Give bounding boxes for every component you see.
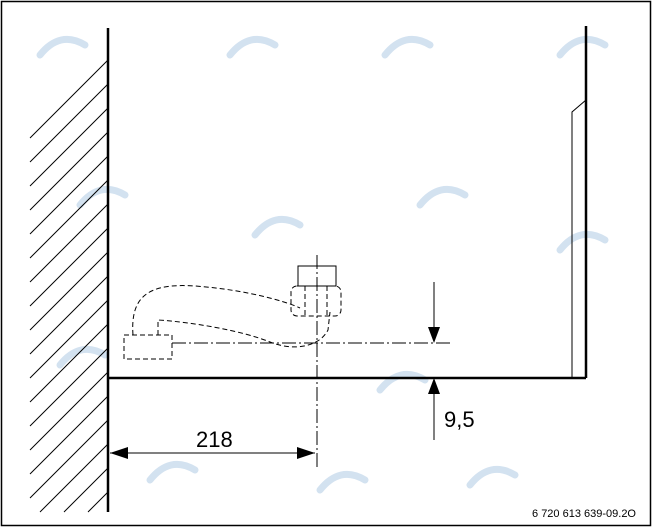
horizontal-dimension xyxy=(110,447,315,459)
wall-hatching xyxy=(29,59,109,513)
vertical-dimension xyxy=(428,282,440,440)
watermark-pattern xyxy=(36,35,609,494)
siphon-pipe xyxy=(123,265,342,360)
unit-outline xyxy=(108,26,588,380)
dimension-label-9-5: 9,5 xyxy=(444,407,475,432)
dimension-label-218: 218 xyxy=(196,427,233,452)
reference-code: 6 720 613 639-09.2O xyxy=(532,508,636,520)
